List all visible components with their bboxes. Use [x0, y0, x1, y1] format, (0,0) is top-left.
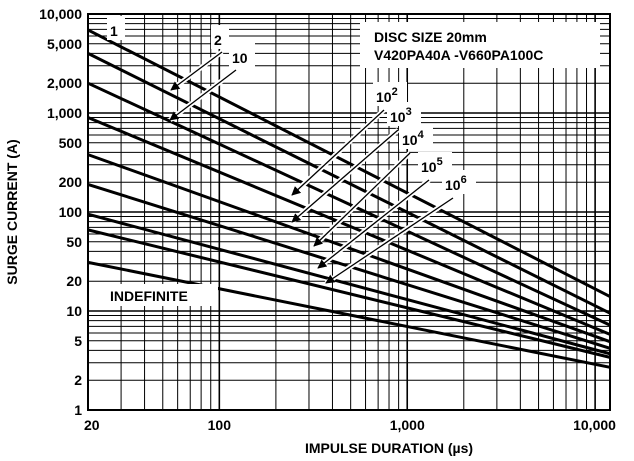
- y-tick-label: 10,000: [39, 6, 82, 22]
- y-tick-label: 2,000: [47, 75, 82, 91]
- curve-label: 102: [376, 86, 398, 105]
- disc-size-text: DISC SIZE 20mm: [374, 29, 487, 45]
- disc-size-annotation: DISC SIZE 20mm V420PA40A -V660PA100C: [360, 22, 600, 68]
- y-tick-label: 5,000: [47, 36, 82, 52]
- curve-label-bg: [229, 43, 255, 67]
- curve-label-bg: [399, 125, 433, 149]
- indefinite-annotation: INDEFINITE: [100, 284, 218, 306]
- leader-arrow: [169, 69, 237, 121]
- curve-label-bg: [387, 102, 421, 126]
- y-tick-label: 200: [59, 174, 83, 190]
- series-line-9: [87, 260, 611, 369]
- curve-label-bg: [211, 25, 229, 49]
- curve-label: 10: [232, 50, 248, 66]
- leader-arrow: [317, 179, 430, 269]
- leader-arrow: [291, 109, 385, 196]
- y-tick-label: 500: [59, 135, 83, 151]
- disc-size-box: [360, 22, 600, 68]
- x-axis-title: IMPULSE DURATION (µs): [305, 440, 473, 456]
- y-tick-labels: 10,000 5,000 2,000 1,000 500 200 100 50 20 10 5 2 1: [39, 6, 82, 418]
- series-line-1: [87, 28, 611, 298]
- leader-arrow: [325, 197, 454, 284]
- curve-layer: [87, 28, 611, 369]
- curve-label: 2: [214, 32, 222, 48]
- x-tick-labels: 20 100 1,000 10,000: [84, 417, 616, 433]
- leader-arrow: [291, 129, 399, 223]
- y-tick-label: 20: [66, 273, 82, 289]
- series-line-4: [87, 116, 611, 336]
- x-tick-label: 10,000: [573, 417, 616, 433]
- y-tick-label: 2: [74, 372, 82, 388]
- series-line-3: [87, 81, 611, 327]
- curve-label: 105: [421, 156, 443, 175]
- y-axis-title: SURGE CURRENT (A): [4, 139, 20, 284]
- y-tick-label: 1: [74, 402, 82, 418]
- series-line-5: [87, 153, 611, 344]
- curve-label: 103: [390, 106, 412, 125]
- y-tick-label: 10: [66, 303, 82, 319]
- leader-arrow: [170, 51, 223, 91]
- plot-frame: [87, 13, 611, 411]
- y-tick-label: 1,000: [47, 105, 82, 121]
- x-tick-label: 20: [84, 417, 100, 433]
- x-tick-label: 1,000: [390, 417, 425, 433]
- series-line-8: [87, 228, 611, 359]
- y-tick-label: 100: [59, 204, 83, 220]
- indefinite-label: INDEFINITE: [110, 288, 188, 304]
- curve-label: 104: [402, 129, 425, 148]
- curve-label-bg: [107, 16, 125, 40]
- series-line-7: [87, 212, 611, 356]
- indefinite-box: [100, 284, 218, 306]
- leader-arrow: [313, 152, 411, 247]
- y-tick-label: 5: [74, 333, 82, 349]
- y-tick-label: 50: [66, 234, 82, 250]
- curve-label: 1: [110, 23, 118, 39]
- x-tick-label: 100: [208, 417, 232, 433]
- curve-label-bg: [442, 170, 476, 194]
- curve-label: 106: [445, 174, 467, 193]
- model-range-text: V420PA40A -V660PA100C: [374, 47, 543, 63]
- series-line-2: [87, 52, 611, 315]
